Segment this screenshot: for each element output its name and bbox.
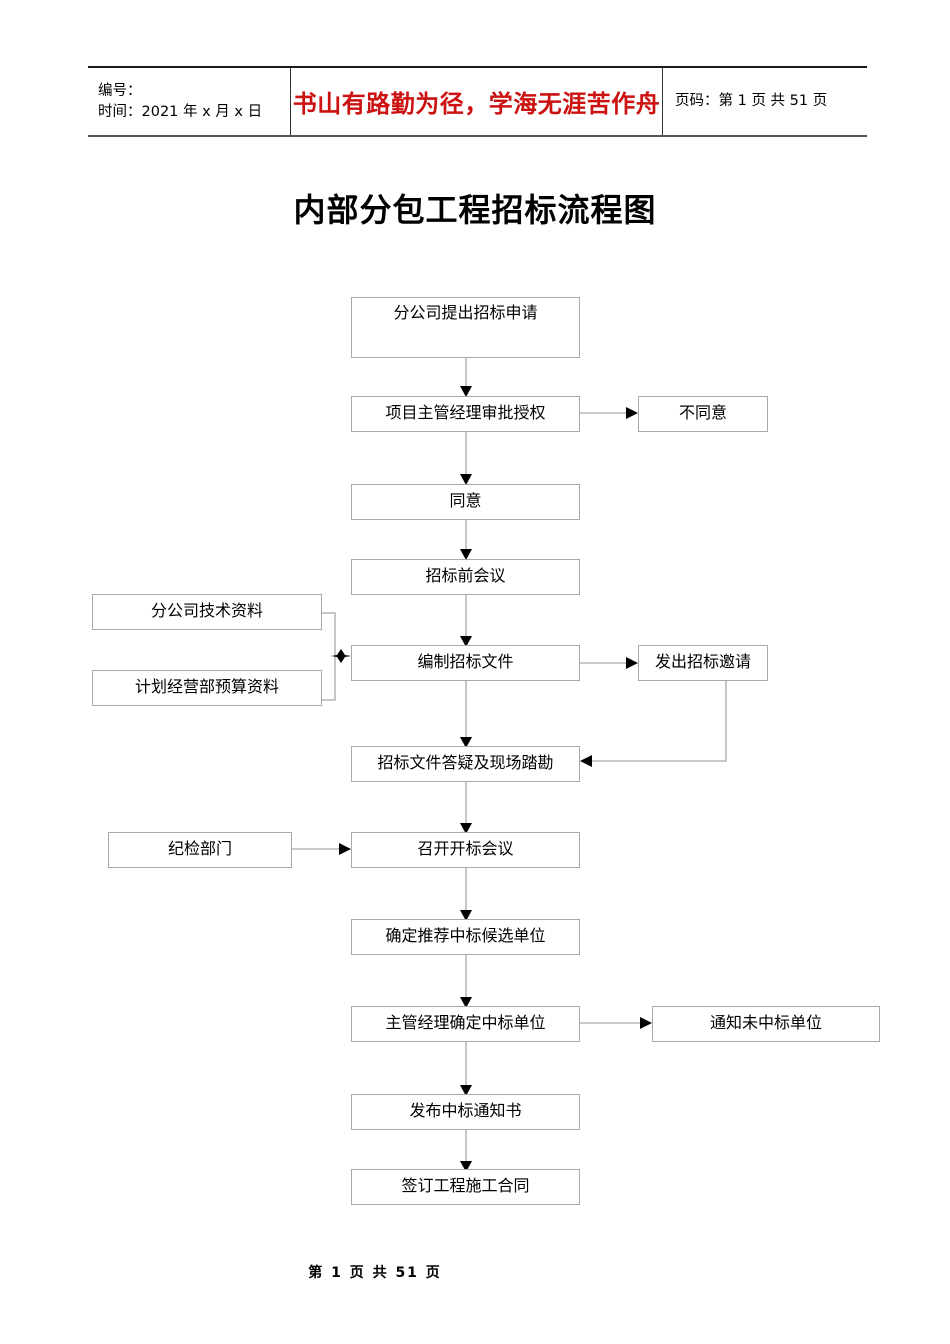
- arrowhead-invite-qasite: [580, 755, 592, 767]
- flow-node-contract[interactable]: 签订工程施工合同: [351, 1169, 580, 1205]
- flow-node-open-bid[interactable]: 召开开标会议: [351, 832, 580, 868]
- arrowhead-approve-disagree: [626, 407, 638, 419]
- flow-node-disagree[interactable]: 不同意: [638, 396, 768, 432]
- flow-node-notify-lost[interactable]: 通知未中标单位: [652, 1006, 880, 1042]
- header-page-number: 页码：第 1 页 共 51 页: [675, 93, 828, 109]
- page-title: 内部分包工程招标流程图: [293, 192, 657, 228]
- header-id-label: 编号：: [98, 82, 142, 99]
- header-date-label: 时间：2021 年 x 月 x 日: [98, 103, 263, 120]
- page-footer: 第 1 页 共 51 页: [308, 1265, 442, 1281]
- header-cell-pagination: 页码：第 1 页 共 51 页: [663, 68, 867, 135]
- flow-node-approve[interactable]: 项目主管经理审批授权: [351, 396, 580, 432]
- flow-node-discipline[interactable]: 纪检部门: [108, 832, 292, 868]
- connector-left-data-bracket: [322, 612, 336, 701]
- header-motto-text: 书山有路勤为径，学海无涯苦作舟: [292, 92, 661, 118]
- connector-invite-to-qasite: [586, 681, 727, 762]
- flow-node-tech-data[interactable]: 分公司技术资料: [92, 594, 322, 630]
- flow-node-invite[interactable]: 发出招标邀请: [638, 645, 768, 681]
- flow-node-notice[interactable]: 发布中标通知书: [351, 1094, 580, 1130]
- flow-node-budget-data[interactable]: 计划经营部预算资料: [92, 670, 322, 706]
- flow-node-agree[interactable]: 同意: [351, 484, 580, 520]
- arrowhead-compile-invite: [626, 657, 638, 669]
- flow-node-candidates[interactable]: 确定推荐中标候选单位: [351, 919, 580, 955]
- flow-node-winner[interactable]: 主管经理确定中标单位: [351, 1006, 580, 1042]
- arrowhead-discipline-openbid: [339, 843, 351, 855]
- arrowhead-bracket-compile: [331, 649, 351, 663]
- flow-node-compile[interactable]: 编制招标文件: [351, 645, 580, 681]
- header-cell-motto: 书山有路勤为径，学海无涯苦作舟: [291, 68, 663, 135]
- flow-node-qa-site[interactable]: 招标文件答疑及现场踏勘: [351, 746, 580, 782]
- document-header-table: 编号： 时间：2021 年 x 月 x 日 书山有路勤为径，学海无涯苦作舟 页码…: [88, 66, 867, 137]
- header-cell-id-date: 编号： 时间：2021 年 x 月 x 日: [88, 68, 291, 135]
- arrowhead-winner-notifylost: [640, 1017, 652, 1029]
- flow-node-apply[interactable]: 分公司提出招标申请: [351, 297, 580, 358]
- flow-node-premeeting[interactable]: 招标前会议: [351, 559, 580, 595]
